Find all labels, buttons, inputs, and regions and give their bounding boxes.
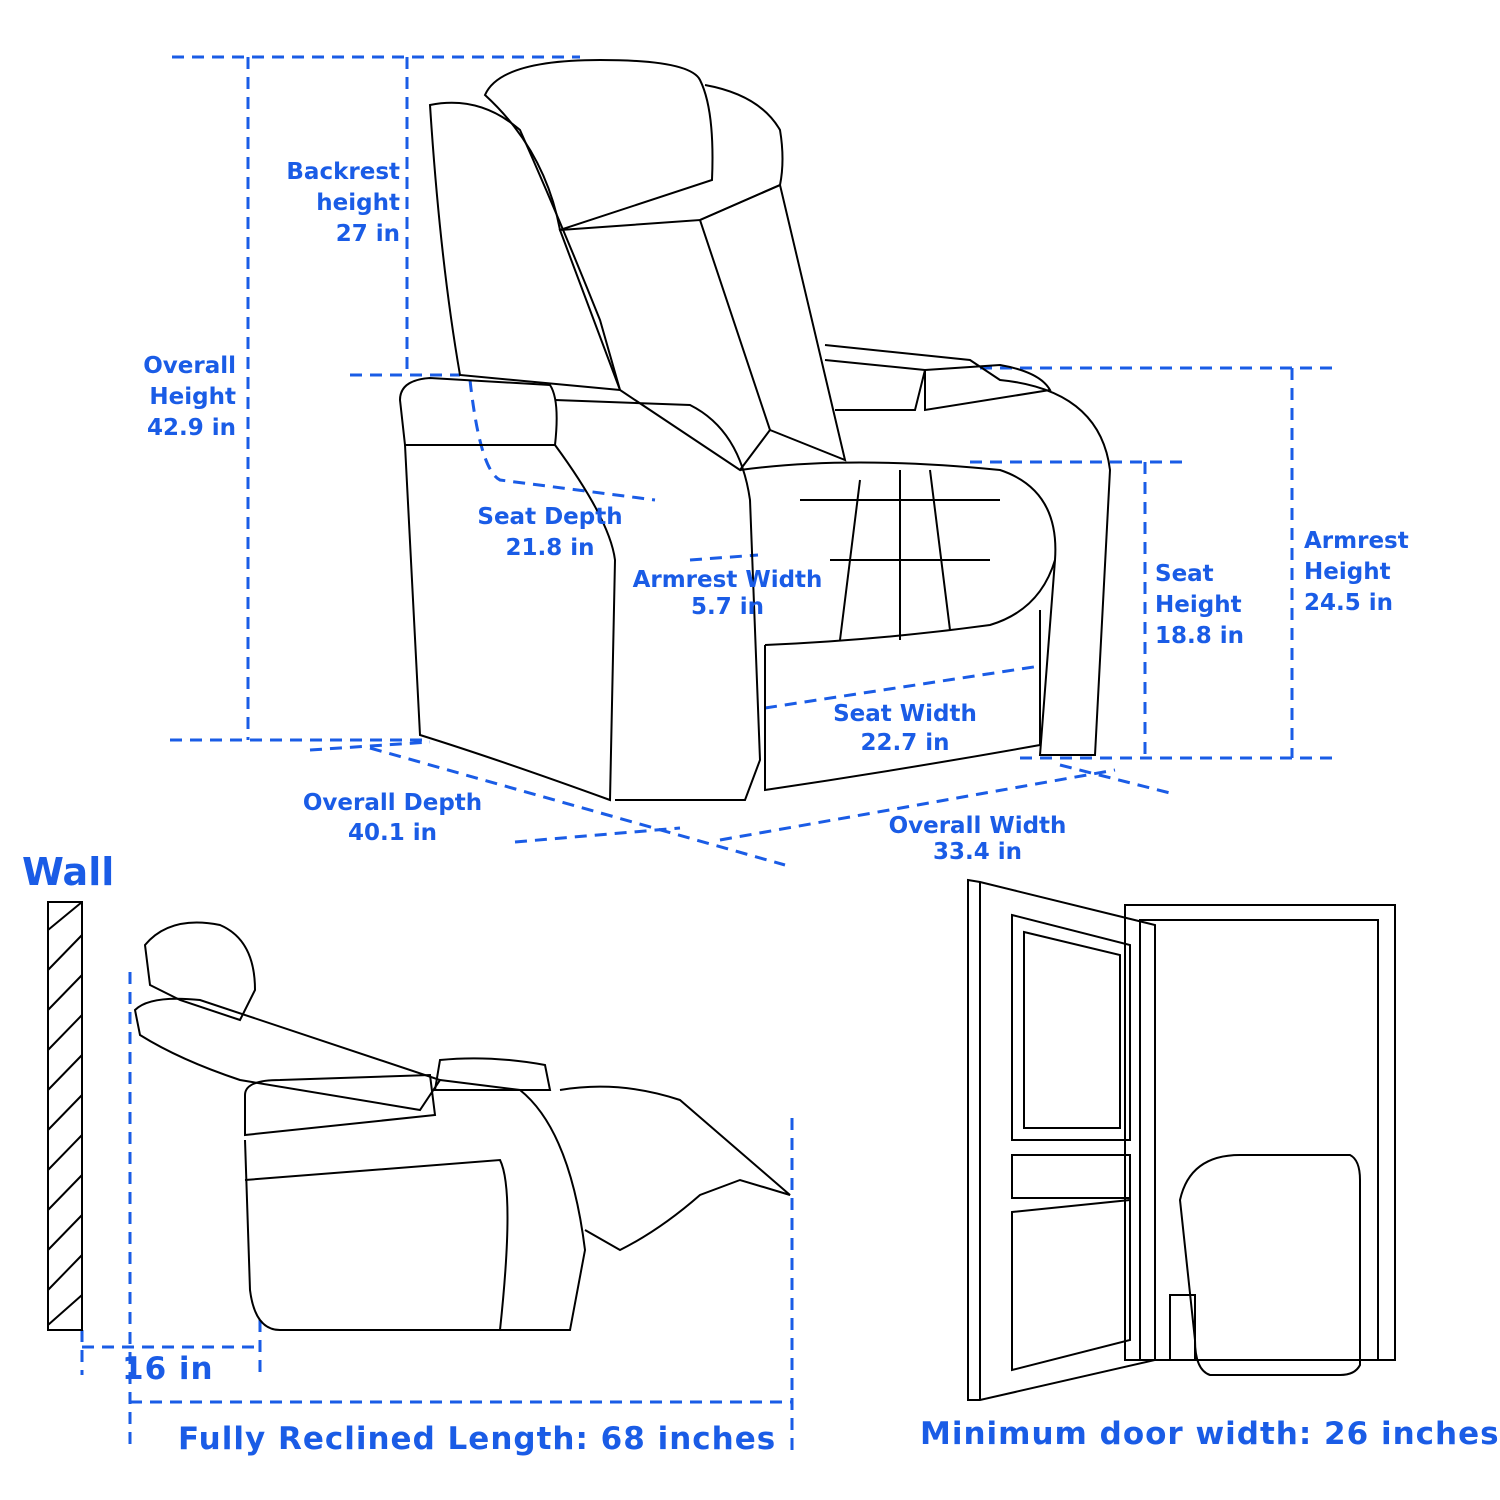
armrest-width-label: Armrest Width 5.7 in [632, 567, 823, 620]
wall-rect [47, 901, 83, 1331]
dimension-lines [80, 55, 1340, 1450]
chair-front-outline [398, 58, 1112, 802]
door-outline [967, 878, 1396, 1401]
reclined-length-label: Fully Reclined Length: 68 inches [178, 1421, 777, 1457]
backrest-height-label: Backrest height 27 in [286, 159, 400, 247]
wall-label: Wall [22, 850, 115, 894]
min-door-width-label: Minimum door width: 26 inches [920, 1416, 1500, 1452]
seat-width-label: Seat Width 22.7 in [833, 701, 977, 756]
armrest-height-label: Armrest Height 24.5 in [1304, 528, 1409, 616]
overall-width-label: Overall Width 33.4 in [888, 813, 1067, 865]
overall-height-label: Overall Height 42.9 in [143, 353, 236, 441]
chair-reclined-outline [47, 901, 791, 1331]
seat-height-label: Seat Height 18.8 in [1155, 561, 1245, 649]
overall-depth-label: Overall Depth 40.1 in [302, 790, 483, 846]
seat-depth-label: Seat Depth 21.8 in [477, 504, 623, 561]
wall-clearance-label: 16 in [122, 1351, 214, 1387]
